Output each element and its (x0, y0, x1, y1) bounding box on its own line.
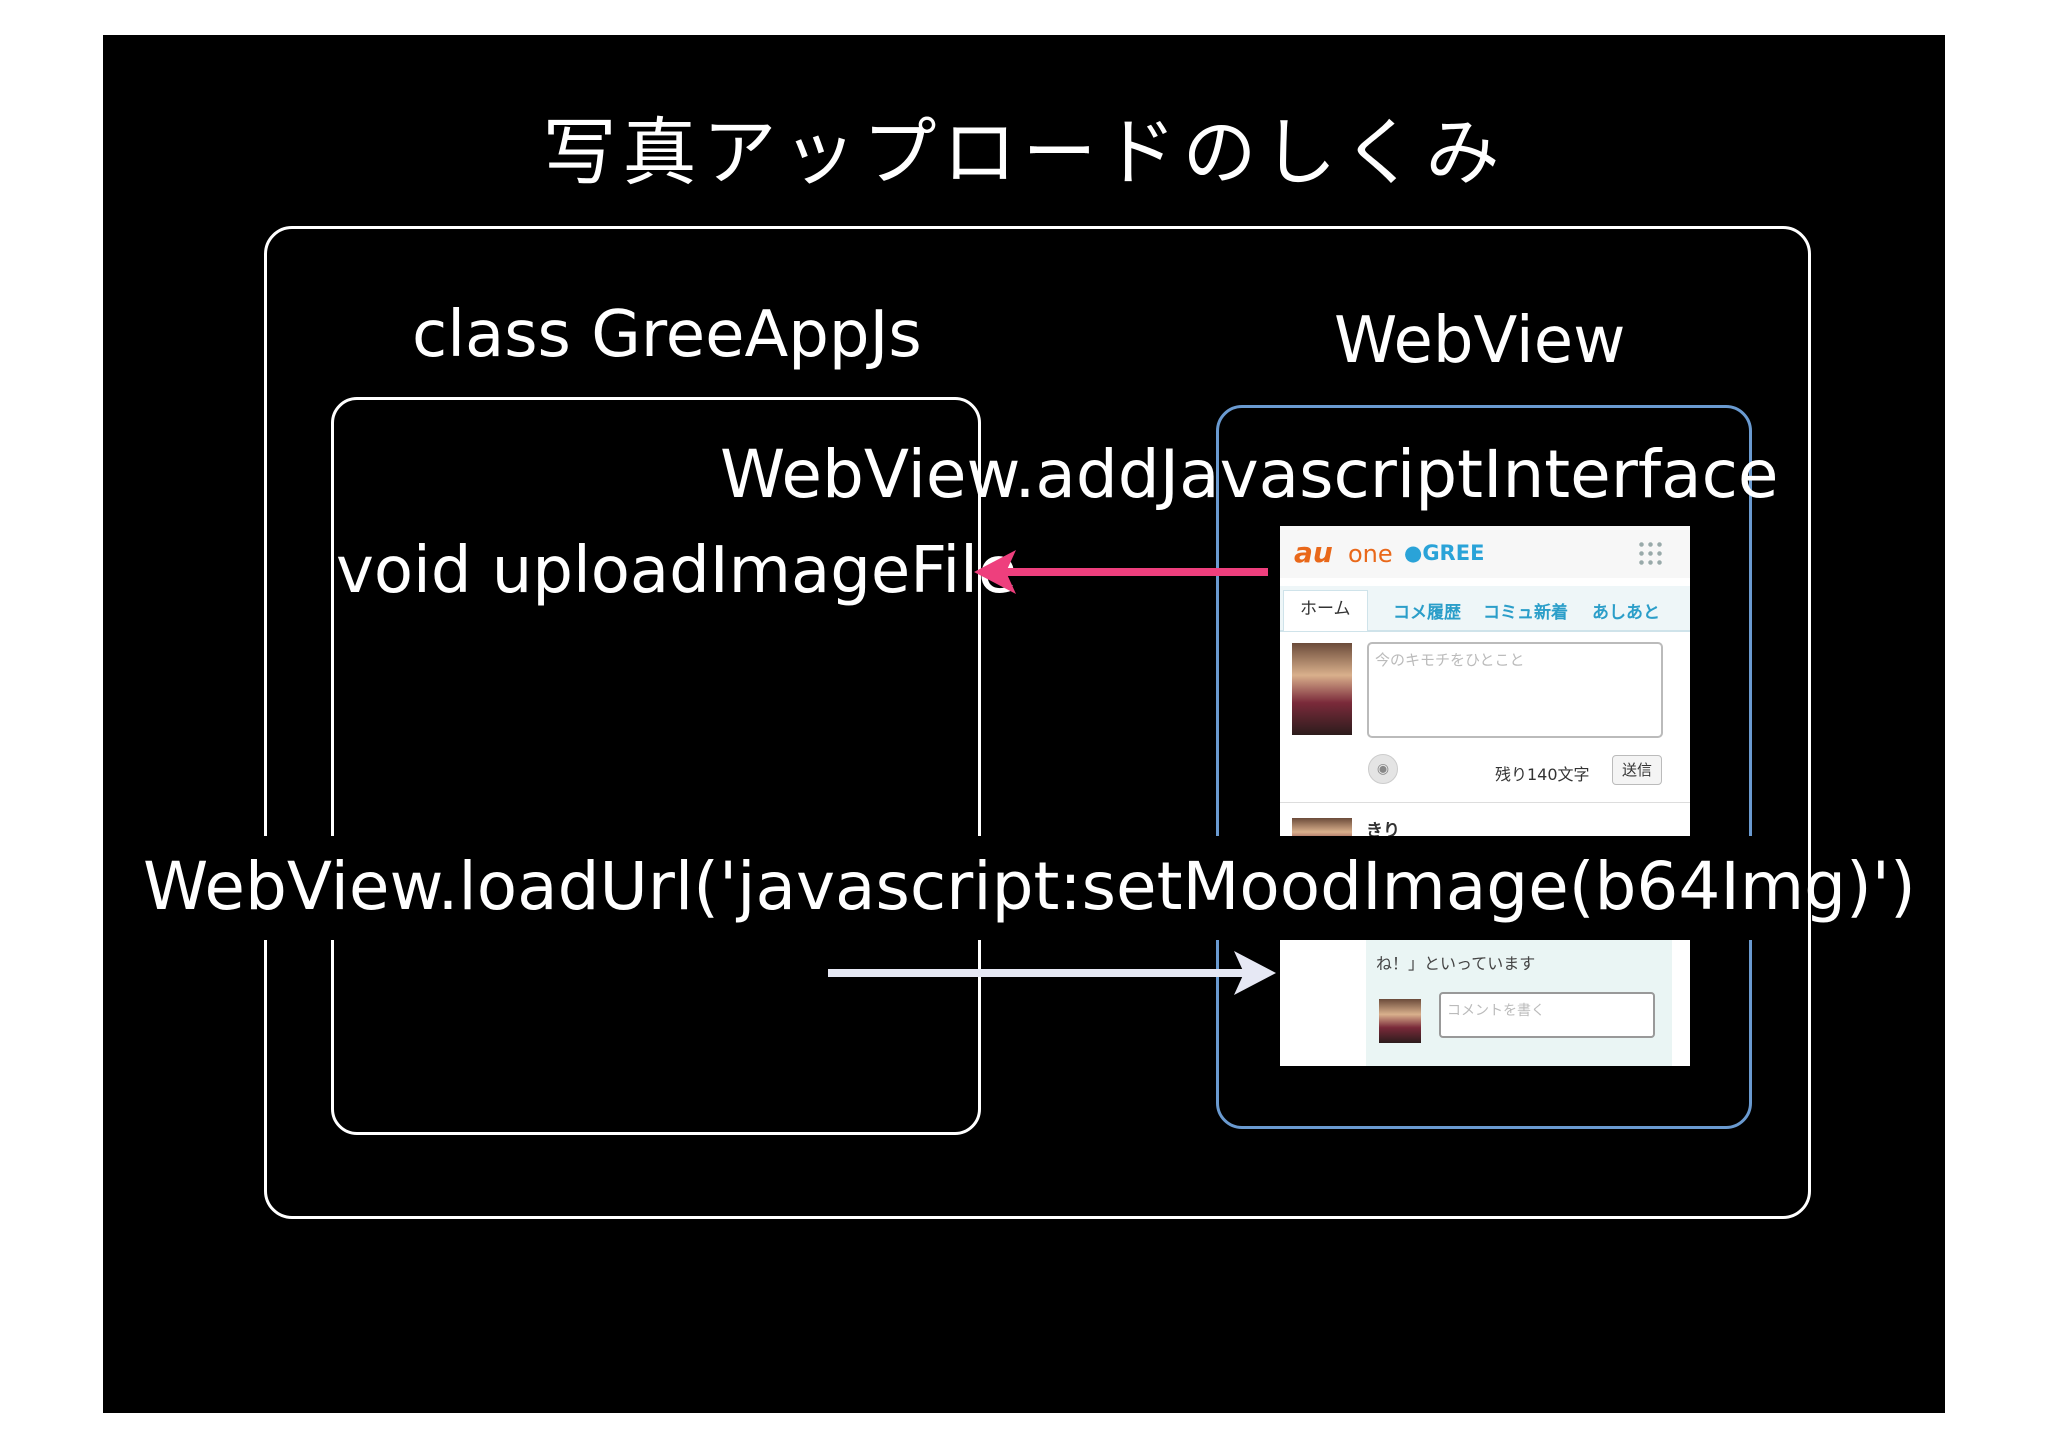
webview-label: WebView (1334, 304, 1626, 378)
remaining-chars: 残り140文字 (1495, 765, 1590, 784)
phone-header: au one ●GREE (1280, 526, 1690, 578)
grid-icon[interactable] (1637, 540, 1663, 566)
slide-title: 写真アップロードのしくみ (542, 110, 1506, 196)
greeappjs-class-box (331, 397, 981, 1135)
gree-logo: ●GREE (1404, 541, 1485, 565)
webview-screenshot: au one ●GREE ホーム コメ履歴 コミュ新着 あしあと 今のキモチをひ… (1280, 526, 1690, 1066)
avatar (1379, 999, 1421, 1043)
send-button[interactable]: 送信 (1612, 755, 1662, 785)
add-javascript-interface-label: WebView.addJavascriptInterface (720, 436, 1779, 513)
tab-footprints[interactable]: あしあと (1592, 603, 1660, 623)
tab-comment-history[interactable]: コメ履歴 (1393, 603, 1461, 623)
method-label: void uploadImageFile (336, 534, 1018, 608)
camera-icon[interactable]: ◉ (1368, 754, 1398, 784)
avatar (1292, 643, 1352, 735)
feed-notice: ね！」といっています (1376, 954, 1536, 973)
loadurl-band (138, 836, 1780, 940)
tab-community-new[interactable]: コミュ新着 (1483, 603, 1568, 623)
tab-home[interactable]: ホーム (1283, 590, 1368, 631)
android-app-frame (264, 226, 1811, 1219)
load-url-label: WebView.loadUrl('javascript:setMoodImage… (143, 848, 1916, 925)
divider (1280, 802, 1690, 803)
comment-input[interactable]: コメントを書く (1439, 992, 1655, 1038)
one-logo: one (1348, 540, 1393, 568)
au-logo: au (1294, 536, 1333, 569)
webview-box (1216, 405, 1752, 1129)
mood-textarea[interactable]: 今のキモチをひとこと (1367, 642, 1663, 738)
tab-bar: ホーム コメ履歴 コミュ新着 あしあと (1280, 586, 1690, 632)
interface-arrow-head (974, 550, 1016, 594)
loadurl-arrow-head (1234, 951, 1276, 995)
class-label: class GreeAppJs (412, 298, 922, 372)
